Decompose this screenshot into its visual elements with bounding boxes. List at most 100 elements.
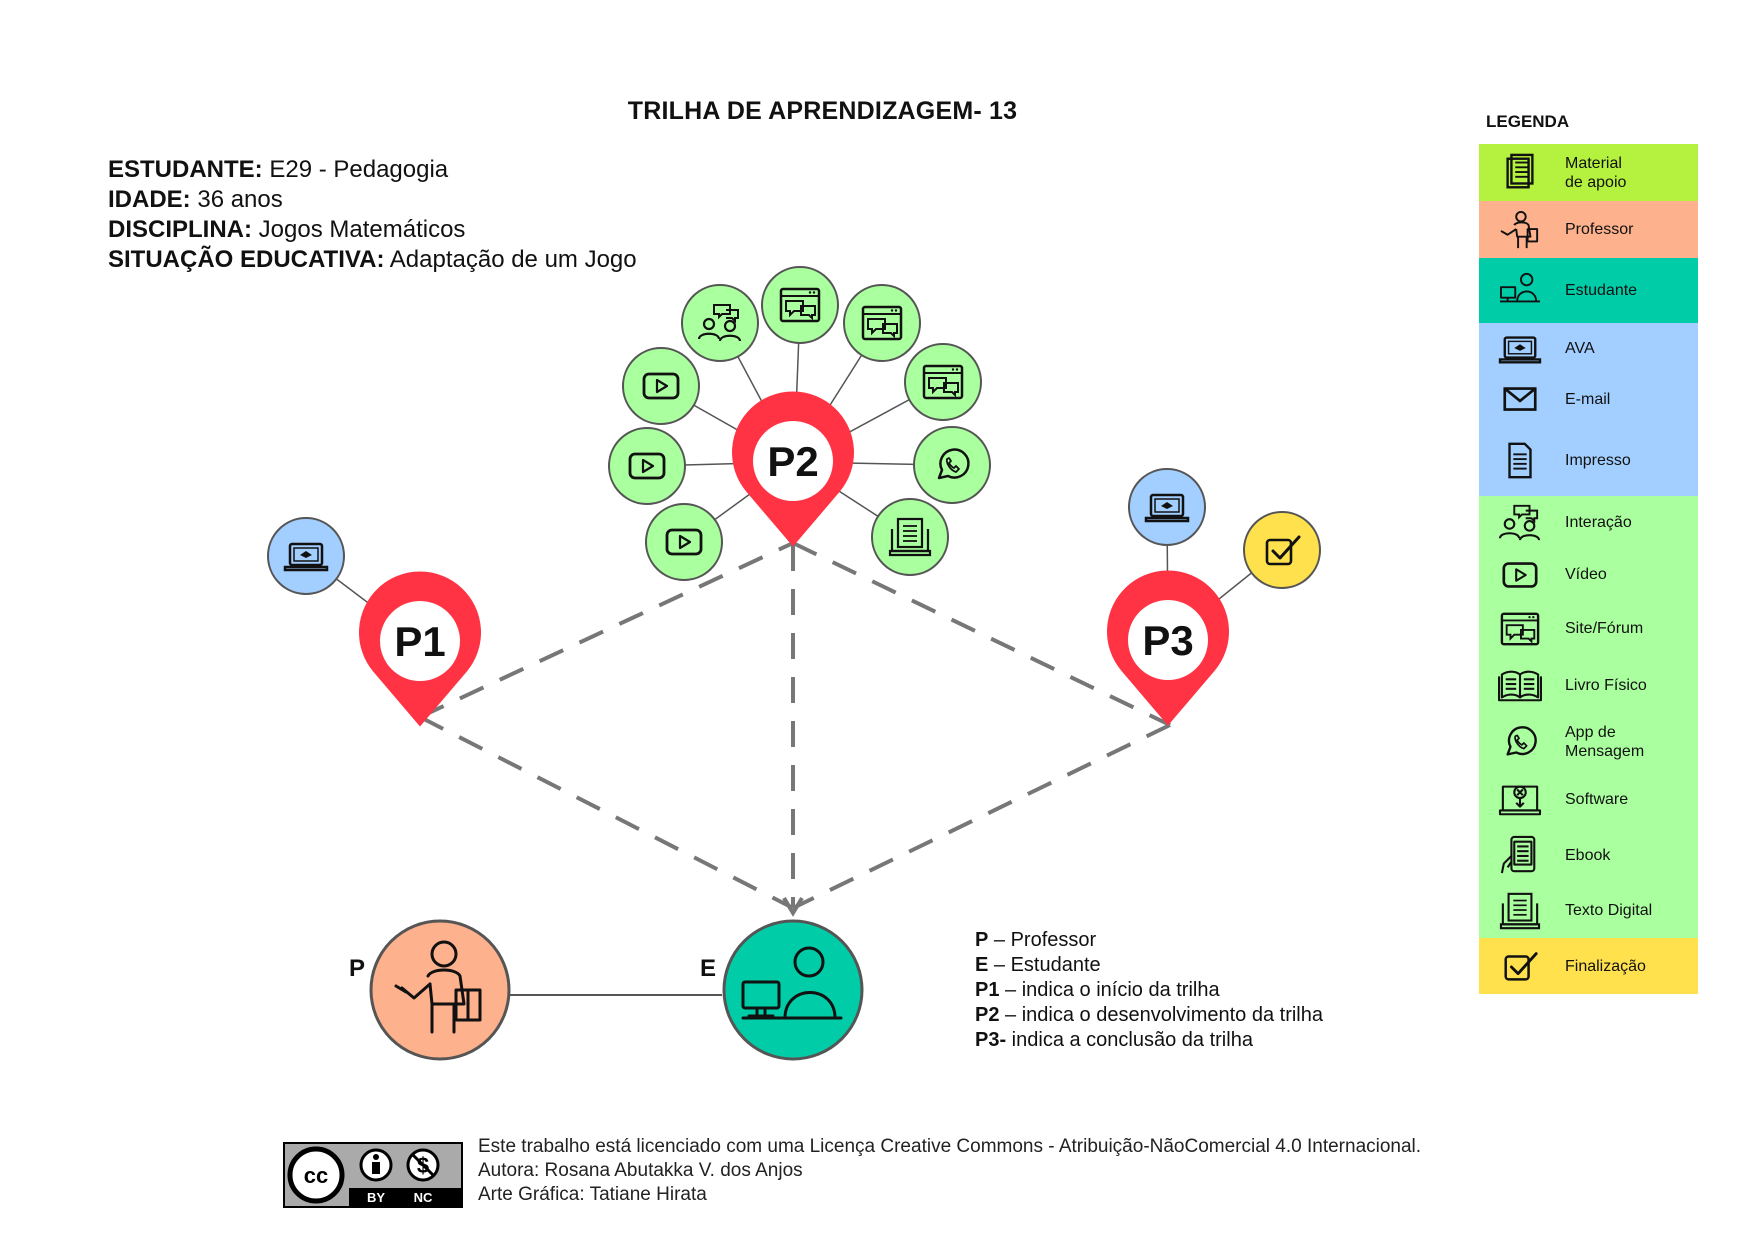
whatsapp-node <box>913 426 991 504</box>
cc-license-badge: cc $ BY NC <box>283 1142 463 1208</box>
video-icon <box>1502 561 1538 588</box>
professor-icon <box>394 940 482 1034</box>
legend-label: Material de apoio <box>1565 154 1627 191</box>
legend-item: App de Mensagem <box>1479 713 1698 771</box>
pin-center <box>380 601 460 681</box>
info-age: IDADE: 36 anos <box>108 185 637 215</box>
legend-item: Livro Físico <box>1479 657 1698 713</box>
info-label: IDADE: <box>108 186 191 213</box>
page-title: TRILHA DE APRENDIZAGEM- 13 <box>627 97 1018 125</box>
key-text: indica a conclusão da trilha <box>1006 1029 1253 1051</box>
arrow-head <box>782 896 804 917</box>
legend-label: Texto Digital <box>1565 902 1653 919</box>
p1-ava-node <box>267 517 345 595</box>
key-label: P <box>975 929 989 951</box>
digital-text-icon <box>1499 892 1541 929</box>
key-item: P – Professor <box>975 928 1323 953</box>
ebook-icon <box>1500 835 1536 874</box>
pin-p2: P2 <box>732 391 854 546</box>
student-info: ESTUDANTE: E29 - Pedagogia IDADE: 36 ano… <box>108 155 637 275</box>
book-icon <box>1498 670 1542 702</box>
legend-label: Livro Físico <box>1565 676 1647 694</box>
video-node <box>622 347 700 425</box>
cc-icon <box>287 1146 345 1204</box>
video-node <box>645 503 723 581</box>
print-icon <box>1508 442 1532 478</box>
legend-label: Professor <box>1565 221 1634 238</box>
professor-icon <box>1500 210 1539 248</box>
legend-item: Material de apoio <box>1479 144 1698 201</box>
legend-label: Finalização <box>1565 957 1646 975</box>
key-label: E <box>975 954 989 976</box>
forum-node <box>761 266 839 344</box>
key-text: – Professor <box>988 929 1097 951</box>
badge-nc: NC <box>414 1190 433 1205</box>
material-icon <box>1506 153 1534 188</box>
legend-item: E-mail <box>1479 374 1698 425</box>
info-label: ESTUDANTE: <box>108 156 263 183</box>
legend-label: Impresso <box>1565 452 1631 469</box>
legend-label: Estudante <box>1565 282 1638 299</box>
legend-label: E-mail <box>1565 391 1611 408</box>
legend-label: AVA <box>1565 340 1595 357</box>
legend-label: Software <box>1565 790 1629 808</box>
legend-label: Ebook <box>1565 846 1611 864</box>
legend-item: Impresso <box>1479 425 1698 496</box>
email-icon <box>1503 386 1537 411</box>
pin-p1: P1 <box>359 571 481 726</box>
badge-by: BY <box>367 1190 385 1205</box>
interaction-icon <box>1498 504 1541 541</box>
legend-item: Texto Digital <box>1479 883 1698 938</box>
student-node <box>722 919 864 1061</box>
key-item: P2 – indica o desenvolvimento da trilha <box>975 1003 1323 1028</box>
video-node <box>608 427 686 505</box>
legend-label: Site/Fórum <box>1565 620 1644 637</box>
key-text: – indica o início da trilha <box>999 979 1220 1001</box>
digital-text-node <box>871 498 949 576</box>
legend-item: Professor <box>1479 201 1698 258</box>
key-label: P2 <box>975 1004 1000 1026</box>
legend-label: Interação <box>1565 514 1632 531</box>
info-value: 36 anos <box>190 186 283 213</box>
legend-item: AVA <box>1479 323 1698 374</box>
p3-finish-node <box>1243 511 1321 589</box>
diagram-key: P – Professor E – Estudante P1 – indica … <box>975 928 1323 1053</box>
info-situation: SITUAÇÃO EDUCATIVA: Adaptação de um Jogo <box>108 245 637 275</box>
professor-node <box>369 919 511 1061</box>
license-text: Este trabalho está licenciado com uma Li… <box>478 1135 1421 1207</box>
p3-ava-node <box>1128 468 1206 546</box>
info-label: SITUAÇÃO EDUCATIVA: <box>108 246 385 273</box>
ava-icon <box>1498 335 1542 364</box>
check-icon <box>1504 952 1538 981</box>
legend-item: Site/Fórum <box>1479 600 1698 657</box>
license-line: Este trabalho está licenciado com uma Li… <box>478 1136 1422 1157</box>
key-text: – indica o desenvolvimento da trilha <box>999 1004 1323 1026</box>
pin-label: P3 <box>1142 617 1193 664</box>
info-value: Jogos Matemáticos <box>252 216 466 243</box>
legend-item: Software <box>1479 771 1698 827</box>
professor-label: P <box>349 955 365 982</box>
software-icon <box>1498 785 1542 816</box>
art-line: Arte Gráfica: Tatiane Hirata <box>478 1184 707 1205</box>
forum-node <box>904 343 982 421</box>
p2-resources <box>608 266 991 581</box>
student-icon <box>1500 272 1540 302</box>
svg-text:cc: cc <box>304 1163 328 1188</box>
key-label: P3- <box>975 1029 1007 1051</box>
key-text: – Estudante <box>988 954 1101 976</box>
author-line: Autora: Rosana Abutakka V. dos Anjos <box>478 1160 803 1181</box>
info-label: DISCIPLINA: <box>108 216 252 243</box>
pin-p3: P3 <box>1107 570 1229 725</box>
interaction-node <box>681 284 759 362</box>
forum-node <box>843 284 921 362</box>
legend-item: Interação <box>1479 496 1698 549</box>
legend-item: Ebook <box>1479 827 1698 883</box>
pin-label: P1 <box>394 618 445 665</box>
info-value: E29 - Pedagogia <box>262 156 449 183</box>
key-label: P1 <box>975 979 1000 1001</box>
pin-center <box>753 421 833 501</box>
forum-icon <box>1500 612 1540 645</box>
student-icon <box>741 946 843 1020</box>
dashed-line <box>419 541 794 719</box>
